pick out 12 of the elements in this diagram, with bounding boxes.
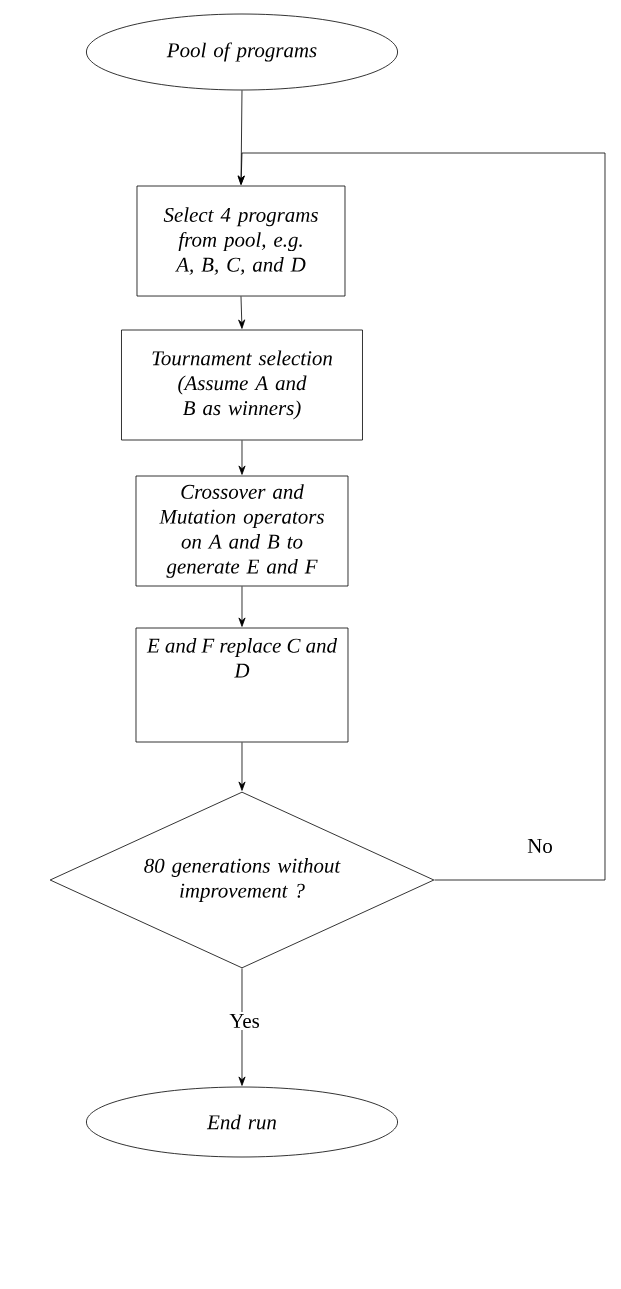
process-box: E and F replace C and D [135,627,349,743]
arrow [238,586,246,627]
arrow [238,296,246,329]
arrow [238,742,246,791]
process-box: Tournament selection (Assume A and B as winners) [121,329,363,441]
arrow [238,440,246,475]
edge-label: No [525,837,555,855]
arrow [238,968,246,1086]
process-box: Select 4 programs from pool, e.g. A, B, C, and D [136,185,346,297]
edge-label: Yes [227,1012,262,1030]
arrow [237,152,606,881]
process-box: Crossover and Mutation operators on A and B to generate E and F [135,475,349,587]
